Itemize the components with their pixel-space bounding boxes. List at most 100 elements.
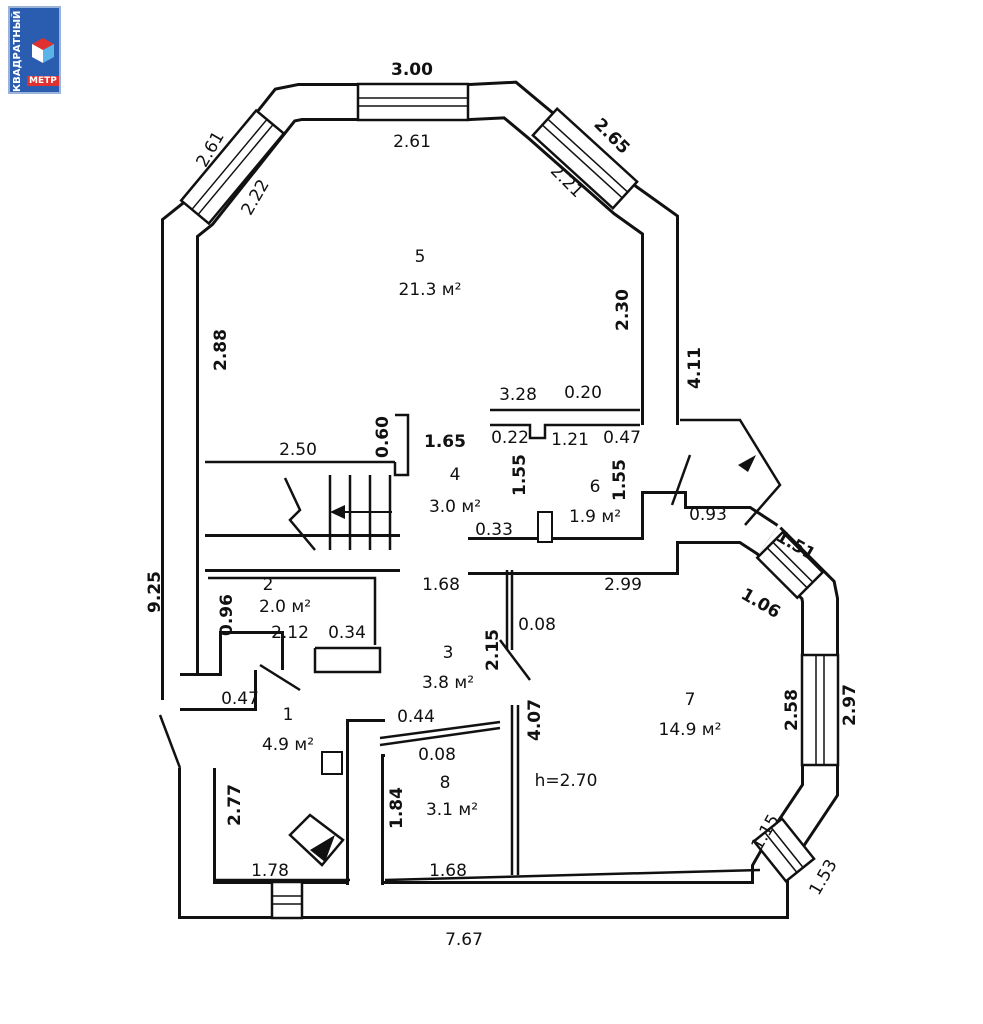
window-pane xyxy=(770,827,804,868)
window xyxy=(356,82,470,122)
window-pane xyxy=(197,124,274,216)
dimension-label: 0.93 xyxy=(689,505,727,525)
dimension-label: 2.58 xyxy=(782,689,802,731)
dimension-label: 0.96 xyxy=(217,594,237,636)
window-pane xyxy=(764,832,798,873)
window-frame xyxy=(755,530,825,600)
dimension-label: 7.67 xyxy=(445,930,483,950)
dimension-label: 1.65 xyxy=(424,432,466,452)
sink-icon xyxy=(321,751,343,775)
dimension-label: 2.15 xyxy=(483,629,503,671)
dimension-label: 0.47 xyxy=(603,428,641,448)
window-frame xyxy=(270,880,304,920)
room-number: 2 xyxy=(263,575,274,595)
window xyxy=(531,106,639,211)
dimension-label: 4.11 xyxy=(685,347,705,389)
partition xyxy=(680,418,782,526)
room-area: 3.8 м² xyxy=(422,673,474,693)
partition xyxy=(158,714,182,769)
window xyxy=(752,816,816,884)
dimension-label: 0.34 xyxy=(328,623,366,643)
window-pane xyxy=(547,118,629,193)
dimension-label: 1.68 xyxy=(429,861,467,881)
window xyxy=(179,108,286,226)
partition xyxy=(259,663,301,692)
dimension-label: 2.50 xyxy=(279,440,317,460)
partition xyxy=(490,423,640,440)
dimension-label: 2.61 xyxy=(393,132,431,152)
window-pane xyxy=(541,124,623,199)
room-number: 7 xyxy=(685,690,696,710)
window xyxy=(270,880,304,920)
ventilation-shaft xyxy=(537,511,553,543)
window-pane xyxy=(772,541,814,583)
dimension-label: 0.60 xyxy=(373,416,393,458)
room-area: 14.9 м² xyxy=(659,720,722,740)
window-pane xyxy=(191,118,268,210)
dimension-label: 2.12 xyxy=(271,623,309,643)
wall-fill xyxy=(164,83,676,700)
dimension-label: 0.22 xyxy=(491,428,529,448)
window-frame xyxy=(800,653,840,767)
window xyxy=(755,530,825,600)
arrow-icon xyxy=(330,505,345,519)
dimension-label: 0.47 xyxy=(221,689,259,709)
dimension-label: 2.30 xyxy=(613,289,633,331)
partition xyxy=(499,639,531,681)
room-number: 3 xyxy=(443,643,454,663)
partition xyxy=(379,720,501,740)
room-area: 3.1 м² xyxy=(426,800,478,820)
room-area: 3.0 м² xyxy=(429,497,481,517)
room-area: 2.0 м² xyxy=(259,597,311,617)
dimension-label: 0.33 xyxy=(475,520,513,540)
window-frame xyxy=(179,108,286,226)
dimension-label: 2.99 xyxy=(604,575,642,595)
cube-icon xyxy=(32,38,54,63)
wall-fill xyxy=(180,634,281,708)
logo-text-metr: МЕТР xyxy=(27,76,59,86)
partition xyxy=(379,726,501,747)
room-area: 1.9 м² xyxy=(569,507,621,527)
partition xyxy=(670,454,692,506)
partition xyxy=(393,413,410,477)
dimension-label: 1.68 xyxy=(422,575,460,595)
dimension-label: 0.08 xyxy=(418,745,456,765)
window-frame xyxy=(531,106,639,211)
dimension-label: 0.08 xyxy=(518,615,556,635)
windows xyxy=(179,82,840,920)
dimension-label: 1.78 xyxy=(251,861,289,881)
wall-fill xyxy=(349,722,385,885)
dimension-label: 2.97 xyxy=(840,684,860,726)
walls xyxy=(161,80,839,919)
dimension-label: 1.06 xyxy=(737,585,783,623)
window xyxy=(800,653,840,767)
kvadratny-metr-logo: КВАДРАТНЫЙ МЕТР xyxy=(8,6,61,94)
partition xyxy=(313,646,382,674)
partitions xyxy=(158,408,782,882)
partition xyxy=(384,868,761,882)
dimension-label: 0.20 xyxy=(564,383,602,403)
room-number: 4 xyxy=(450,465,461,485)
ceiling-height: h=2.70 xyxy=(535,771,598,791)
partition xyxy=(283,477,316,551)
room-number: 1 xyxy=(283,705,294,725)
dimension-label: 3.00 xyxy=(391,60,433,80)
window-frame xyxy=(356,82,470,122)
dimension-label: 2.88 xyxy=(211,329,231,371)
boiler-fill xyxy=(310,835,335,862)
dimension-label: 3.28 xyxy=(499,385,537,405)
partition xyxy=(208,576,377,645)
room-number: 5 xyxy=(415,247,426,267)
dimension-label: 1.84 xyxy=(387,787,407,829)
dimension-label: 2.77 xyxy=(225,784,245,826)
room-number: 8 xyxy=(440,773,451,793)
boiler-icon xyxy=(288,813,345,867)
dimension-label: 1.55 xyxy=(510,454,530,496)
room-area: 21.3 м² xyxy=(399,280,462,300)
dimension-label: 4.07 xyxy=(525,699,545,741)
entrance-arrow-icon xyxy=(738,455,756,472)
window-pane xyxy=(766,547,808,589)
dimension-label: 9.25 xyxy=(145,571,165,613)
